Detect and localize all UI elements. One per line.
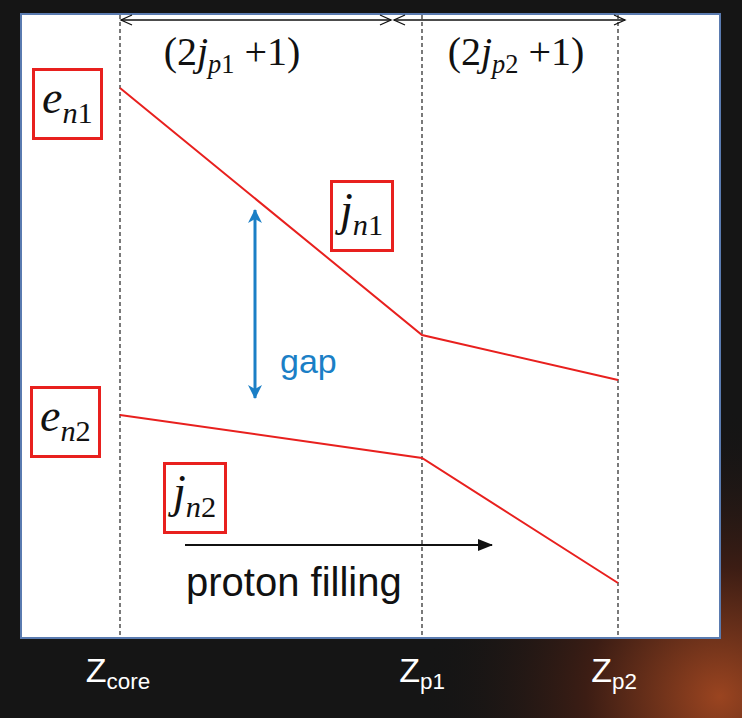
- axis-tick-label: Zp1: [399, 652, 445, 695]
- multiplicity-label: (2jp1 +1): [164, 30, 301, 79]
- term-box: en2: [30, 386, 101, 458]
- math-run: 1: [221, 49, 234, 79]
- term-box: jn2: [163, 462, 227, 534]
- math-run: (2: [448, 29, 481, 74]
- dashed-line: [119, 15, 120, 637]
- axis-note: proton filling: [183, 560, 405, 604]
- math-run: e: [40, 390, 60, 441]
- span-arrow: [394, 19, 625, 20]
- dashed-line: [617, 15, 618, 637]
- text-run: (2j: [164, 29, 208, 74]
- math-run: e: [42, 72, 62, 123]
- subscript: core: [107, 669, 151, 694]
- term-box: en1: [32, 68, 103, 140]
- axis-tick-label: Zp2: [591, 652, 637, 695]
- math-run: 2: [505, 49, 518, 79]
- subscript: n1: [62, 96, 92, 130]
- math-run: 2: [76, 414, 91, 448]
- energy-line: [120, 88, 618, 380]
- filling-arrow: [185, 544, 492, 546]
- text-run: e: [40, 390, 60, 441]
- math-run: 1: [368, 208, 383, 242]
- math-run: n: [353, 208, 368, 242]
- term-box: jn1: [330, 180, 394, 252]
- math-run: n: [60, 414, 75, 448]
- math-run: p: [208, 49, 221, 79]
- subscript: n2: [60, 414, 90, 448]
- dashed-line: [421, 15, 422, 637]
- math-run: j: [173, 466, 186, 517]
- panel: [21, 14, 720, 638]
- math-run: j: [197, 29, 208, 74]
- subscript: n1: [353, 208, 383, 242]
- math-run: p: [492, 49, 505, 79]
- gap-arrow: [254, 210, 257, 398]
- text-run: Z: [86, 651, 107, 689]
- subscript: p1: [208, 49, 234, 79]
- text-run: j: [173, 466, 186, 517]
- text-run: Z: [399, 651, 420, 689]
- term-label: en1: [42, 73, 93, 130]
- subscript: p2: [492, 49, 518, 79]
- multiplicity-label: (2jp2 +1): [448, 30, 585, 79]
- gap-label: gap: [280, 343, 337, 380]
- math-run: j: [340, 184, 353, 235]
- subscript: p2: [612, 669, 637, 694]
- math-run: n: [186, 490, 201, 524]
- term-label: jn2: [173, 467, 217, 524]
- term-label: en2: [40, 391, 91, 448]
- subscript: p1: [420, 669, 445, 694]
- math-run: n: [62, 96, 77, 130]
- math-run: +1): [518, 29, 584, 74]
- axis-tick-label: Zcore: [86, 652, 150, 695]
- text-run: +1): [518, 29, 584, 74]
- text-run: Z: [591, 651, 612, 689]
- subscript: n2: [186, 490, 216, 524]
- span-arrow: [121, 19, 391, 20]
- energy-line: [120, 415, 618, 583]
- text-run: e: [42, 72, 62, 123]
- math-run: +1): [234, 29, 300, 74]
- math-run: (2: [164, 29, 197, 74]
- dashed-guides: [120, 15, 618, 637]
- text-run: gap: [280, 342, 337, 380]
- math-run: 2: [201, 490, 216, 524]
- term-label: jn1: [340, 185, 384, 242]
- math-run: 1: [78, 96, 93, 130]
- text-run: (2j: [448, 29, 492, 74]
- text-run: proton filling: [186, 560, 402, 604]
- math-run: j: [481, 29, 492, 74]
- text-run: +1): [234, 29, 300, 74]
- text-run: j: [340, 184, 353, 235]
